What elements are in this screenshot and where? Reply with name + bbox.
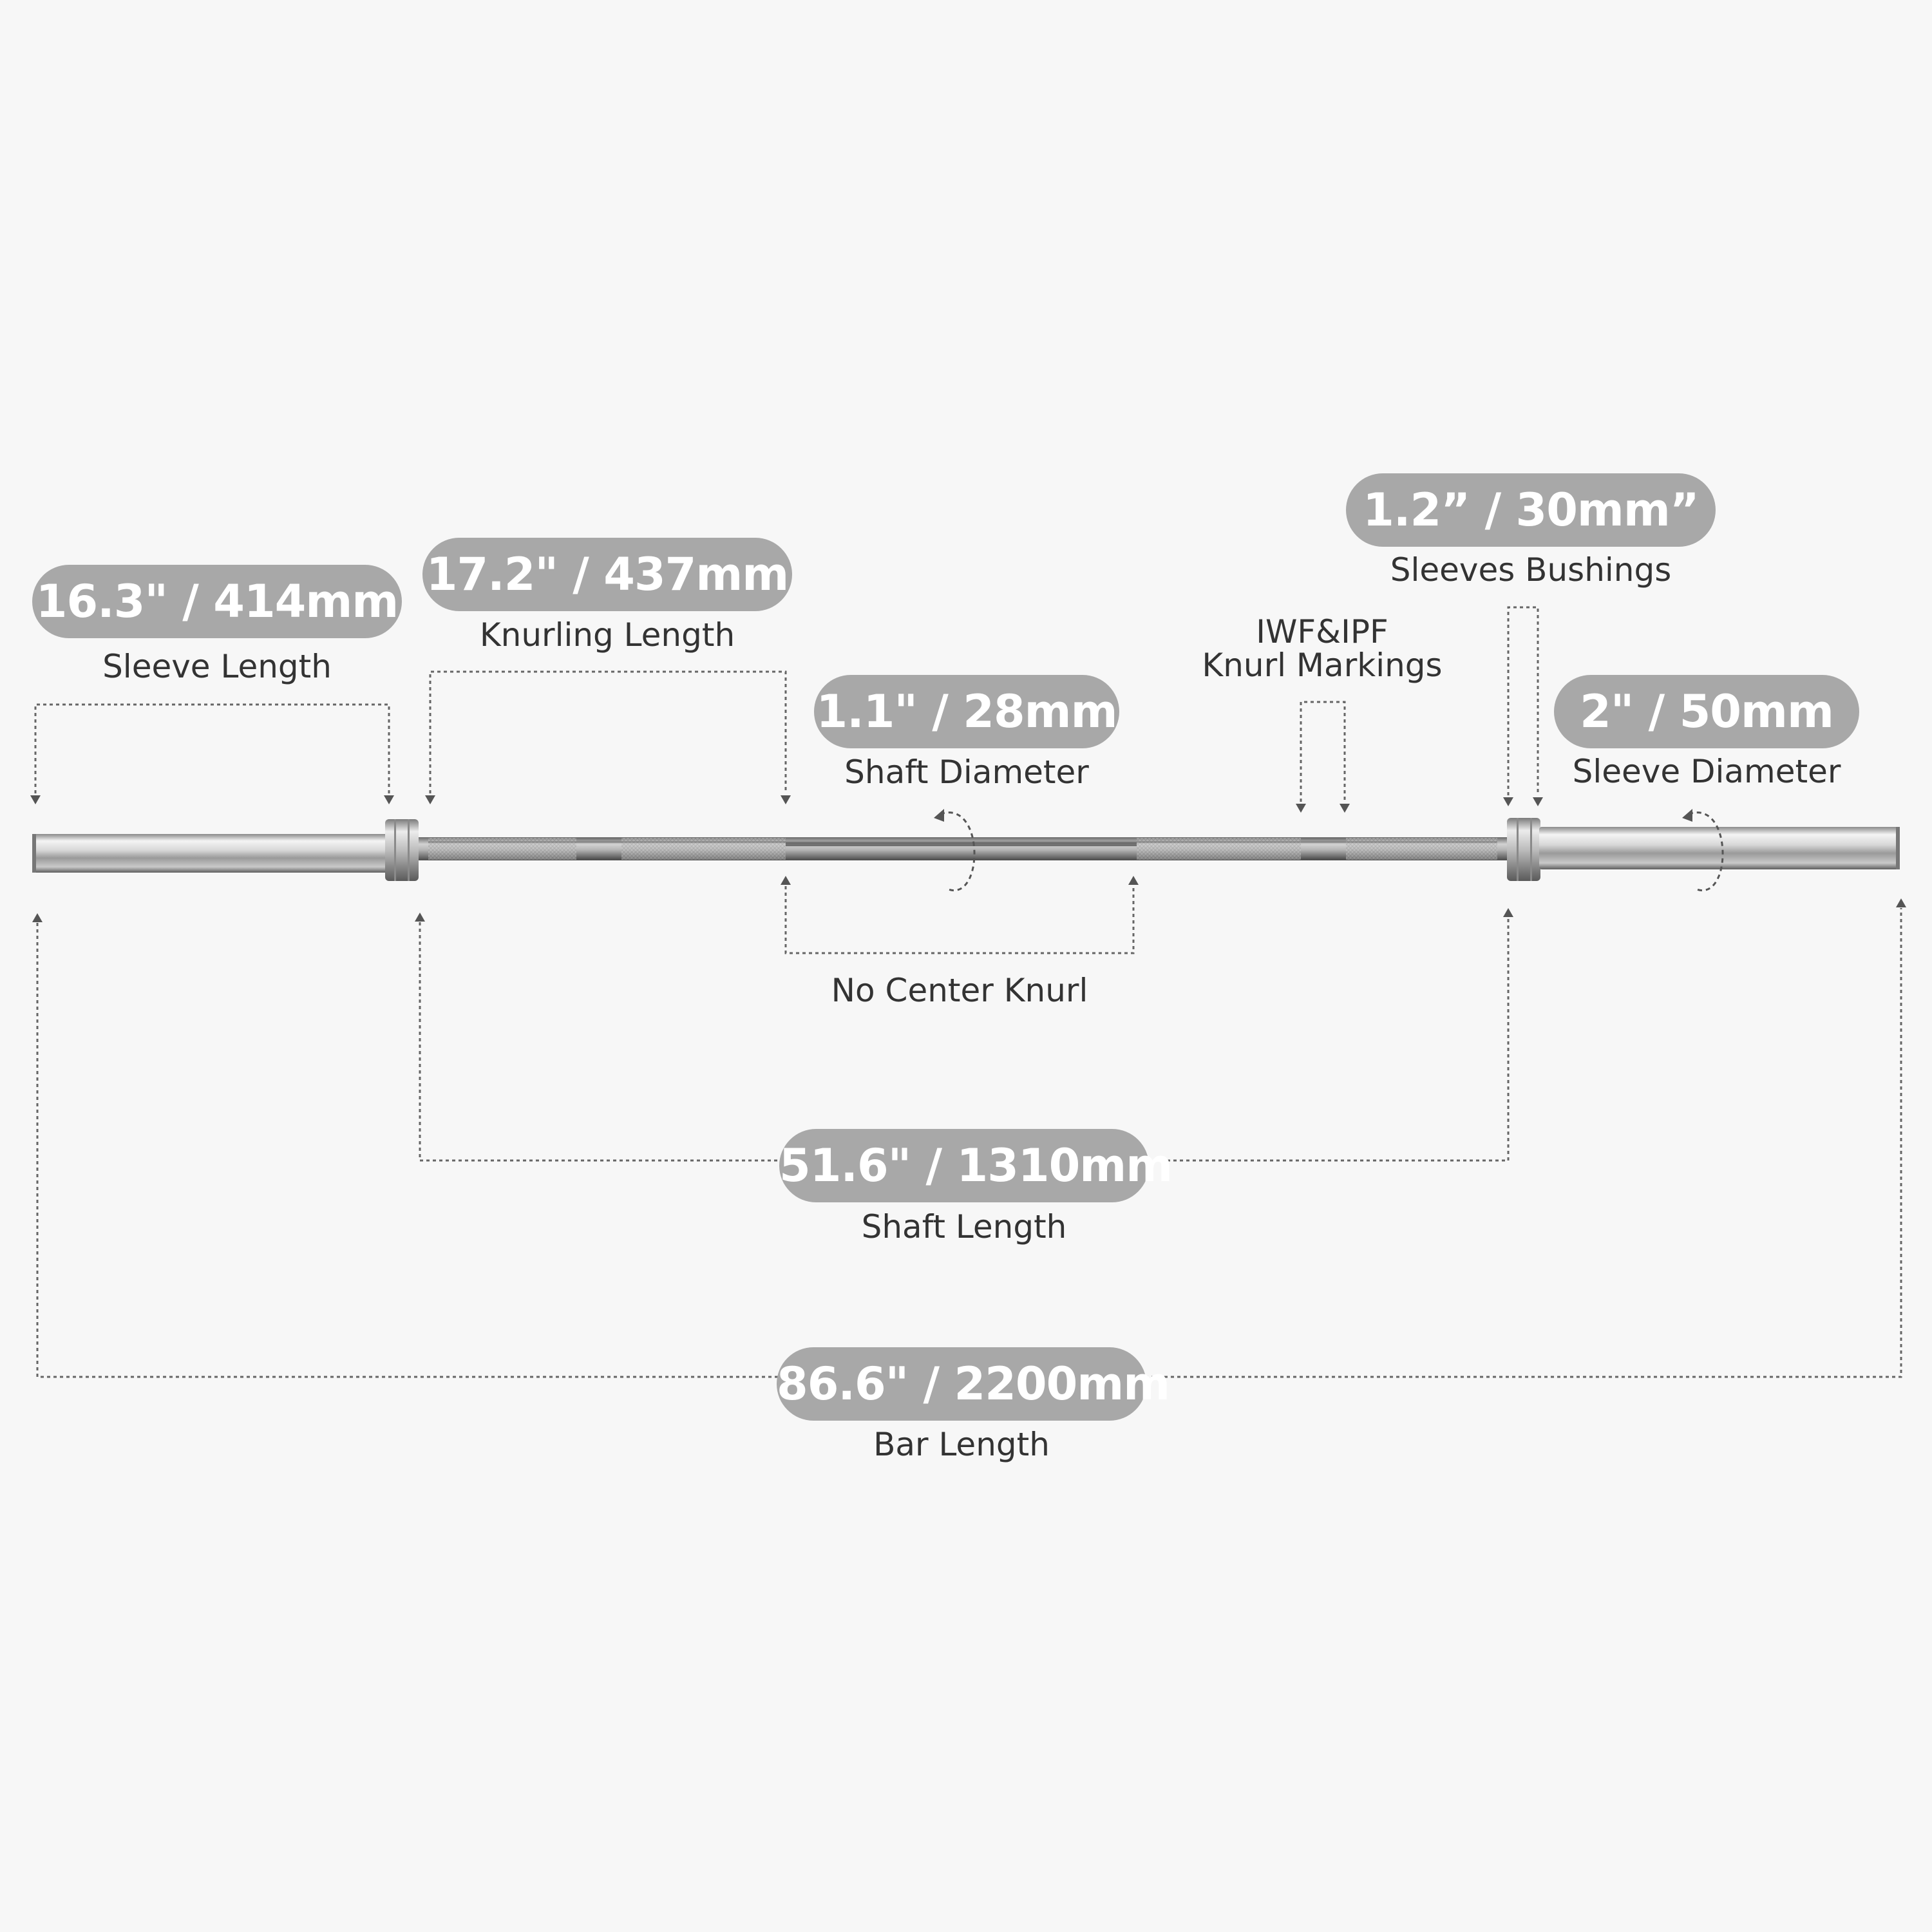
arrow-down-icon: [30, 795, 41, 804]
arrow-up-icon: [1128, 876, 1139, 885]
bar-length-caption: Bar Length: [873, 1426, 1050, 1463]
sleeve-length-caption: Sleeve Length: [102, 648, 332, 685]
no-center-knurl-caption: No Center Knurl: [831, 972, 1088, 1009]
left-sleeve: [32, 834, 390, 873]
right-sleeve: [1539, 827, 1900, 869]
arrow-up-icon: [415, 913, 425, 922]
right-collar: [1507, 818, 1540, 881]
sleeves-bushings-value: 1.2” / 30mm”: [1346, 473, 1716, 547]
arrow-down-icon: [1533, 797, 1543, 806]
arrow-up-icon: [781, 876, 791, 885]
knurling-length-caption: Knurling Length: [479, 616, 735, 654]
arrow-up-icon: [1896, 898, 1906, 907]
knurling-length-bracket: [429, 670, 787, 793]
arrow-down-icon: [781, 795, 791, 804]
shaft-diameter-value: 1.1" / 28mm: [814, 675, 1119, 748]
shaft-length-caption: Shaft Length: [861, 1208, 1067, 1245]
arrow-icon: [1682, 809, 1692, 822]
left-collar: [385, 819, 419, 881]
arrow-up-icon: [1503, 908, 1513, 917]
knurling-length-value: 17.2" / 437mm: [422, 538, 792, 611]
knurl-markings-caption-line2: Knurl Markings: [1202, 647, 1443, 684]
arrow-icon: [934, 809, 944, 822]
arrow-down-icon: [1503, 797, 1513, 806]
bar-length-value: 86.6" / 2200mm: [777, 1347, 1170, 1421]
shaft-diameter-caption: Shaft Diameter: [844, 753, 1089, 791]
sleeve-diameter-caption: Sleeve Diameter: [1572, 753, 1841, 790]
arrow-down-icon: [1340, 804, 1350, 813]
arrow-down-icon: [425, 795, 435, 804]
knurl-marking-right: [1301, 838, 1346, 860]
sleeve-length-value: 16.3" / 414mm: [32, 565, 402, 638]
knurl-marking-left: [576, 838, 621, 860]
sleeve-length-bracket: [34, 703, 390, 793]
sleeves-bushings-bracket: [1507, 606, 1539, 795]
shaft-length-bracket: [419, 918, 1510, 1162]
no-center-knurl-bracket: [784, 886, 1135, 954]
sleeves-bushings-caption: Sleeves Bushings: [1390, 551, 1672, 589]
shaft-length-value: 51.6" / 1310mm: [779, 1129, 1173, 1202]
arrow-up-icon: [32, 913, 43, 922]
knurl-markings-bracket: [1300, 701, 1346, 802]
knurl-markings-caption-line1: IWF&IPF: [1256, 613, 1388, 650]
arrow-down-icon: [384, 795, 394, 804]
sleeve-diameter-value: 2" / 50mm: [1554, 675, 1859, 748]
arrow-down-icon: [1296, 804, 1306, 813]
shaft-diameter-rotation-icon: [940, 811, 976, 891]
sleeve-diameter-rotation-icon: [1688, 811, 1724, 891]
bar-length-bracket: [36, 908, 1902, 1378]
